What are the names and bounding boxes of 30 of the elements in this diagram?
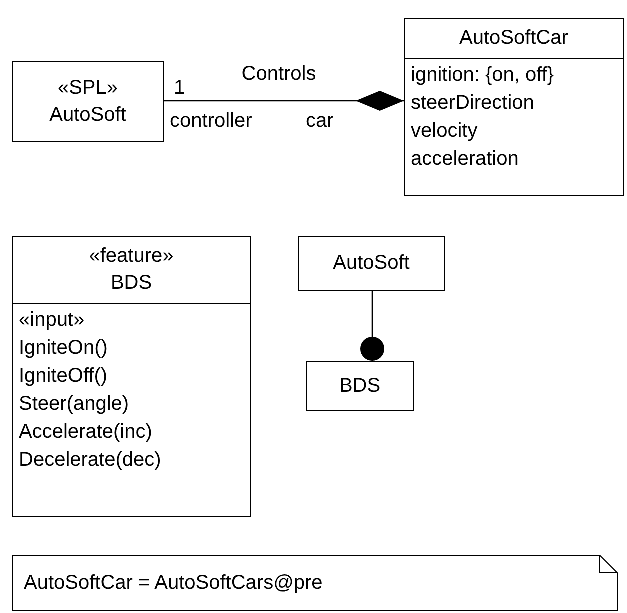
member-text: «input» bbox=[19, 308, 85, 333]
note-box bbox=[12, 555, 618, 611]
class-box bbox=[298, 236, 445, 291]
edge-label: Controls bbox=[242, 62, 316, 87]
composition-line bbox=[164, 91, 404, 111]
member-text: steerDirection bbox=[411, 91, 534, 116]
member-text: IgniteOn() bbox=[19, 336, 108, 361]
feature-connector bbox=[360, 291, 384, 361]
member-text: IgniteOff() bbox=[19, 364, 108, 389]
class-name: BDS bbox=[110, 271, 152, 296]
class-box bbox=[12, 236, 251, 517]
member-text: Steer(angle) bbox=[19, 392, 130, 417]
stereotype: «feature» bbox=[89, 244, 174, 269]
stereotype: «SPL» bbox=[58, 76, 118, 100]
member-text: ignition: {on, off} bbox=[411, 63, 554, 88]
member-text: Accelerate(inc) bbox=[19, 420, 152, 445]
class-box bbox=[306, 361, 414, 411]
class-name: AutoSoft bbox=[50, 102, 126, 128]
member-text: acceleration bbox=[411, 147, 519, 172]
role-label: 1 bbox=[174, 76, 186, 101]
class-name: AutoSoft bbox=[333, 251, 410, 276]
role-label: car bbox=[306, 109, 334, 134]
class-name: AutoSoftCar bbox=[460, 26, 568, 51]
member-text: velocity bbox=[411, 119, 478, 144]
class-box bbox=[12, 61, 164, 142]
class-name: BDS bbox=[339, 374, 381, 398]
class-box bbox=[404, 18, 624, 196]
member-text: Decelerate(dec) bbox=[19, 448, 162, 473]
role-label: controller bbox=[170, 109, 252, 134]
note-text: AutoSoftCar = AutoSoftCars@pre bbox=[24, 571, 323, 596]
